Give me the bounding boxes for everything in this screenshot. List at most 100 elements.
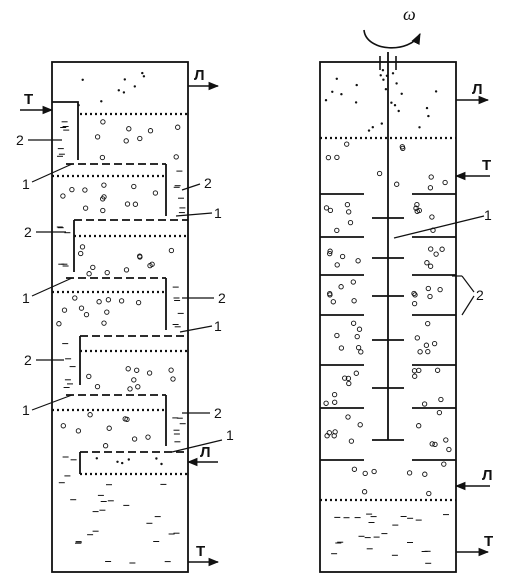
right-ring-particle	[427, 293, 433, 300]
left-ring-particle	[105, 297, 112, 303]
right-ring-particle	[376, 170, 383, 177]
left-ring-particle	[56, 321, 62, 327]
right-ring-particle	[344, 141, 350, 147]
right-ring-particle	[426, 490, 432, 497]
left-ring-particle	[131, 377, 137, 383]
left-ring-particle	[61, 307, 68, 313]
right-ring-particle	[323, 205, 330, 211]
right-dot-particle	[384, 88, 388, 91]
left-ring-particle	[170, 376, 176, 382]
left-ring-particle	[145, 434, 151, 440]
left-ring-particle	[175, 124, 181, 130]
left-ring-particle	[149, 261, 155, 267]
right-rotor-discs	[372, 217, 404, 441]
left-ring-particle	[135, 384, 141, 390]
left-callout-1c: 1	[22, 290, 30, 306]
right-dot-particle	[391, 72, 395, 75]
right-dot-particle	[381, 69, 385, 72]
left-callout-1f: 1	[226, 427, 234, 443]
right-ring-particle	[357, 422, 363, 428]
right-ring-particle	[350, 279, 356, 285]
left-label-l-in: Л	[200, 444, 211, 461]
left-ring-particle	[131, 436, 138, 442]
right-ring-particle	[358, 349, 364, 355]
right-dot-particle	[382, 78, 385, 81]
right-ring-particle	[361, 489, 368, 495]
left-ring-particle	[94, 134, 101, 140]
right-ring-particle	[439, 246, 445, 252]
right-ring-particle	[411, 368, 418, 374]
right-ring-particle	[353, 370, 359, 376]
left-ring-particle	[86, 271, 92, 277]
right-ring-particle	[399, 144, 405, 150]
left-ring-particle	[60, 193, 66, 199]
right-ring-particle	[411, 300, 418, 307]
left-leader-lines	[28, 139, 223, 453]
left-dot-particle	[116, 460, 119, 463]
right-ring-particle	[345, 414, 351, 420]
right-callout-shaft: 1	[484, 207, 492, 223]
left-ring-particle	[94, 383, 101, 390]
left-ring-particle	[78, 305, 85, 311]
right-ring-particle	[436, 409, 443, 416]
right-dot-particle	[340, 93, 343, 96]
left-ring-particle	[104, 269, 110, 276]
right-ring-particle	[338, 284, 344, 290]
right-ring-particle	[412, 373, 418, 379]
right-ring-particle	[346, 380, 352, 387]
right-dot-particle	[400, 92, 403, 96]
left-ring-particle	[168, 247, 175, 254]
right-ring-particle	[325, 154, 332, 161]
left-ring-particle	[99, 154, 106, 161]
left-callout-1d: 1	[214, 318, 222, 334]
left-ring-particle	[125, 366, 131, 372]
right-ring-particle	[332, 399, 338, 405]
right-label-t-out: Т	[484, 533, 493, 550]
left-dot-particle	[133, 85, 136, 88]
right-ring-particle	[430, 227, 436, 233]
right-dot-particle	[385, 74, 389, 78]
left-ring-particle	[90, 264, 96, 271]
left-label-l-out: Л	[194, 67, 205, 84]
left-ring-particle	[101, 320, 107, 326]
right-ring-particle	[428, 246, 434, 252]
left-ring-particle	[124, 201, 131, 207]
right-ring-particle	[350, 320, 357, 326]
right-ring-particle	[334, 227, 340, 234]
left-ring-particle	[127, 386, 133, 392]
left-ring-particle	[123, 267, 130, 273]
right-ring-particle	[327, 248, 333, 254]
left-particles	[56, 71, 186, 564]
right-ring-particle	[427, 185, 434, 191]
right-ring-particle	[429, 214, 435, 220]
right-ring-particle	[438, 396, 444, 403]
left-ring-particle	[69, 186, 75, 193]
right-ring-particle	[441, 461, 447, 467]
right-ring-particle	[428, 174, 434, 180]
right-ring-particle	[342, 375, 348, 381]
right-ring-particle	[347, 219, 354, 226]
left-callout-2c: 2	[24, 224, 32, 240]
left-ring-particle	[101, 182, 107, 188]
left-callout-1a: 1	[22, 176, 30, 192]
right-ring-particle	[362, 470, 368, 477]
right-ring-particle	[323, 400, 329, 406]
right-ring-particle	[346, 209, 352, 215]
left-column-shell	[51, 61, 189, 573]
left-ring-particle	[100, 207, 106, 214]
right-dot-particle	[371, 126, 374, 129]
right-dot-particle	[324, 99, 328, 102]
right-ring-particle	[423, 342, 430, 348]
right-ring-particle	[371, 468, 377, 475]
left-ring-particle	[102, 443, 109, 449]
right-ring-particle	[324, 433, 330, 439]
right-particles	[323, 69, 452, 564]
left-ring-particle	[147, 128, 154, 134]
left-ring-particle	[132, 201, 139, 207]
right-ring-particle	[414, 201, 420, 208]
right-ring-particle	[344, 201, 351, 208]
right-ring-particle	[443, 437, 449, 443]
right-ring-particle	[327, 290, 333, 297]
